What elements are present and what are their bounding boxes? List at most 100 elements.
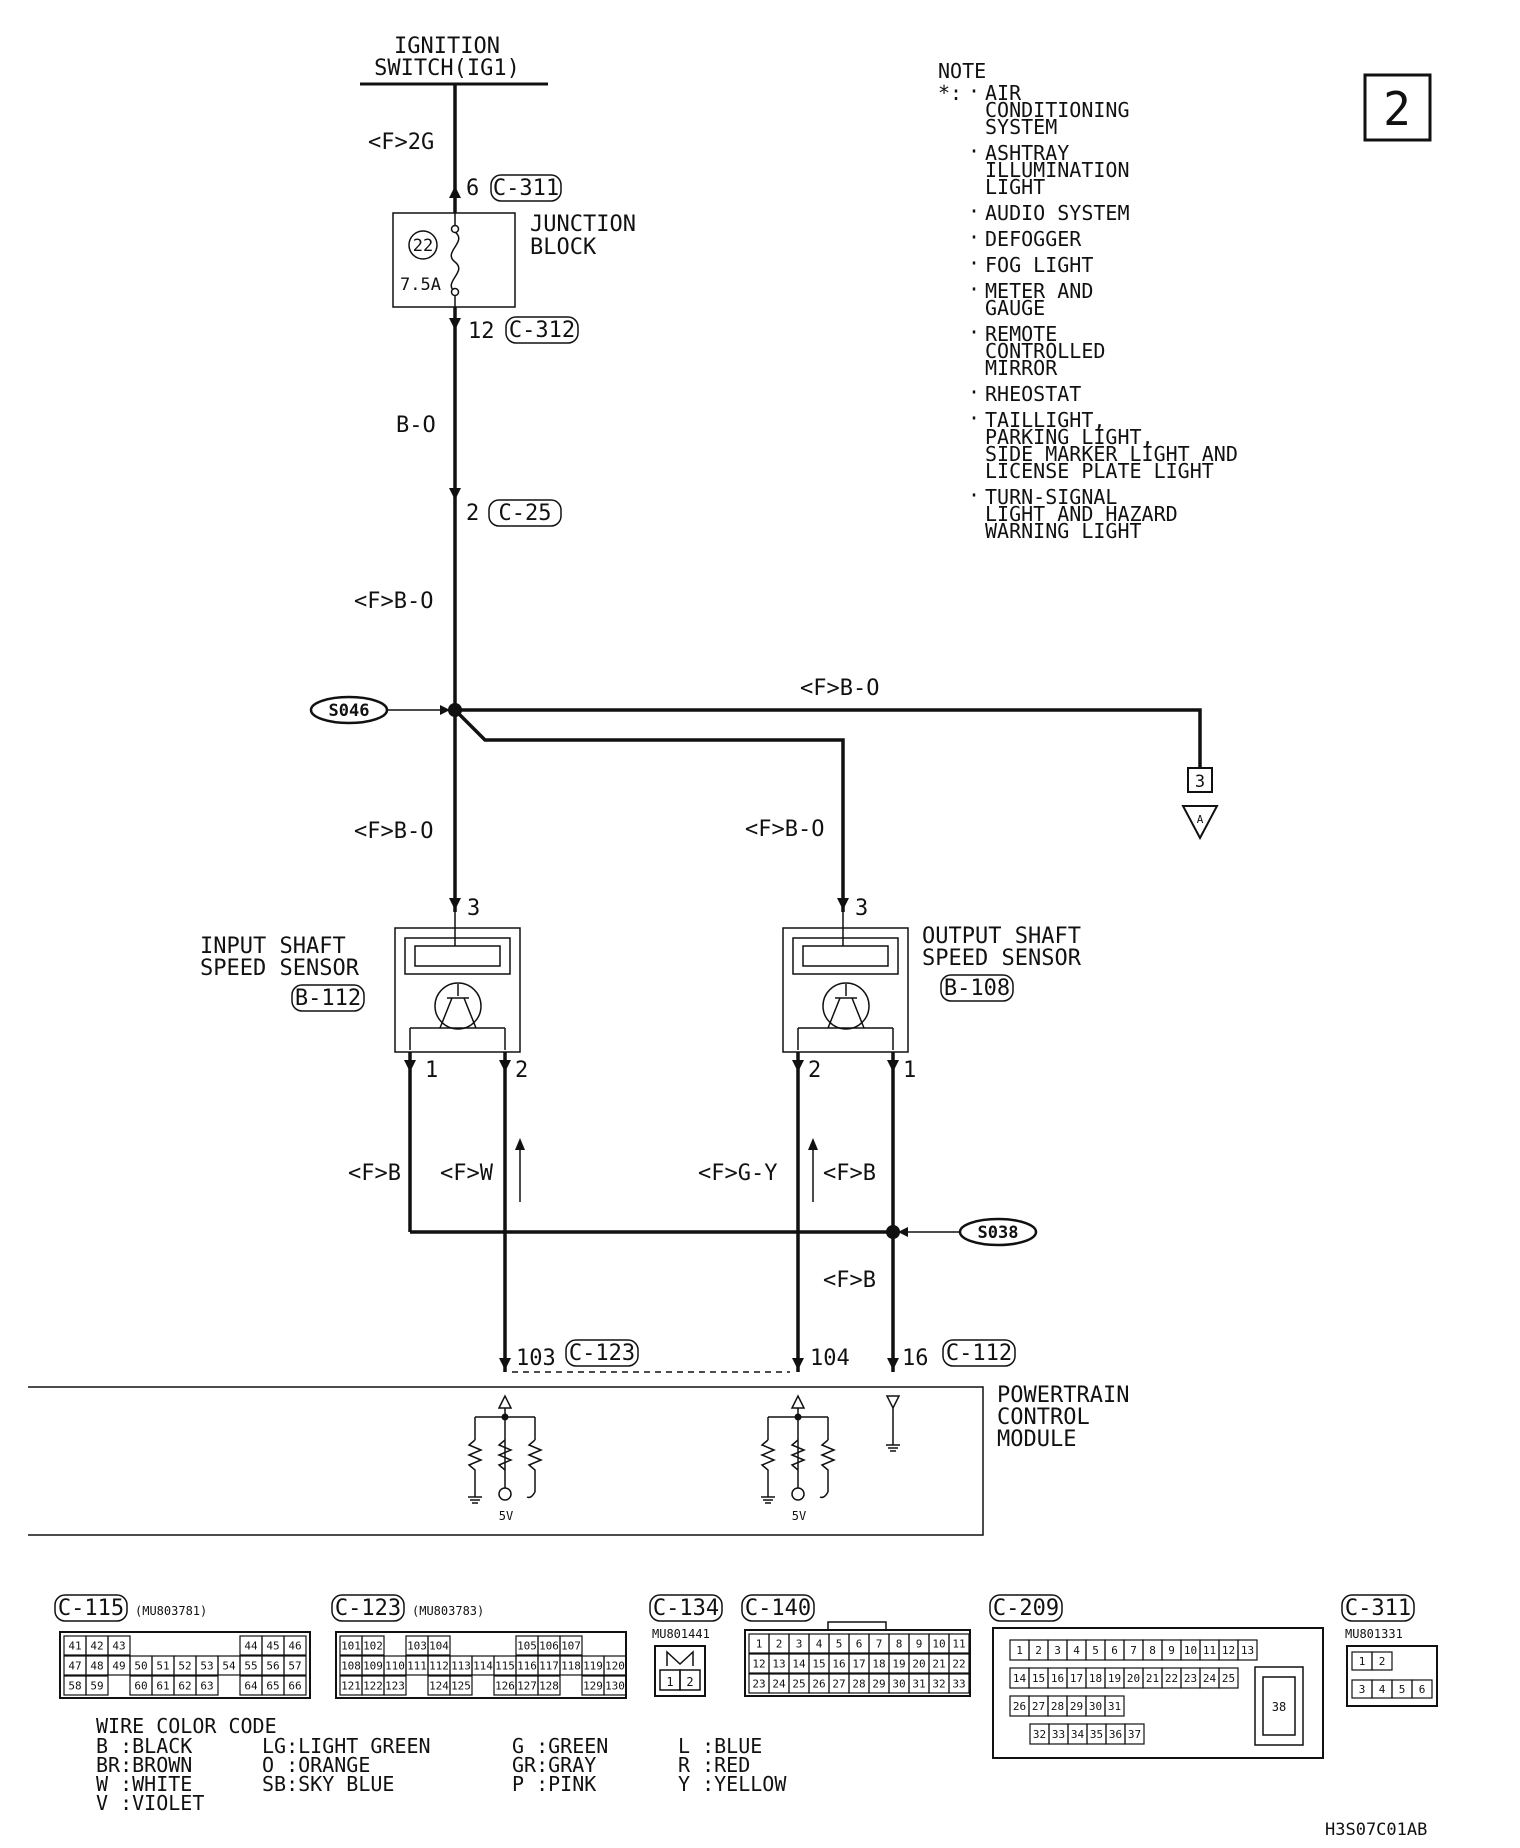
- note-bullet: ·: [968, 277, 980, 301]
- pin-cell: [1371, 1651, 1393, 1671]
- pin-number: 121: [341, 1680, 361, 1693]
- pin-number: 13: [772, 1658, 785, 1671]
- pin-number: 59: [90, 1680, 103, 1693]
- note-bullet: ·: [968, 225, 980, 249]
- wire-color-entry: L :BLUE: [678, 1734, 762, 1758]
- ignition-switch: IGNITION SWITCH(IG1): [360, 34, 548, 86]
- fuse-icon: [450, 213, 460, 307]
- wire-color-entry: GR:GRAY: [512, 1753, 596, 1777]
- jb-pin-out: 12: [468, 319, 495, 344]
- ground-icon: [761, 1496, 775, 1504]
- pin-cell: [449, 1675, 473, 1696]
- pin-number: 8: [896, 1638, 903, 1651]
- wire-color-code-title: WIRE COLOR CODE: [96, 1714, 277, 1738]
- conn-badge-c311: [490, 174, 562, 202]
- pin-number: 7: [876, 1638, 883, 1651]
- note-item-line: MIRROR: [985, 356, 1058, 380]
- triangle-ref-icon: [1181, 805, 1219, 841]
- note-bullet: ·: [968, 251, 980, 275]
- note-bullet: ·: [968, 139, 980, 163]
- wire-label-fb-left: <F>B: [348, 1161, 401, 1186]
- pin-number: 31: [1108, 1700, 1121, 1713]
- wire-label-bo: B-O: [396, 413, 436, 438]
- pin-number: 130: [605, 1680, 625, 1693]
- pin-number: 32: [1033, 1728, 1046, 1741]
- pin-number: 2: [1379, 1655, 1386, 1668]
- ignition-label-2: SWITCH(IG1): [374, 56, 520, 81]
- note-item-line: WARNING LIGHT: [985, 519, 1142, 543]
- pin-cell: [283, 1675, 307, 1696]
- note-item-line: RHEOSTAT: [985, 382, 1081, 406]
- pin-number: 44: [244, 1640, 258, 1653]
- wire-label-fbo-main: <F>B-O: [354, 589, 433, 614]
- pin-number: 56: [266, 1660, 279, 1673]
- pin-number: 33: [952, 1678, 965, 1691]
- note-item-line: DEFOGGER: [985, 227, 1082, 251]
- pin-number: 120: [605, 1660, 625, 1673]
- pin-number: 11: [952, 1638, 965, 1651]
- pin-number: 37: [1128, 1728, 1141, 1741]
- pin-number: 41: [68, 1640, 81, 1653]
- pin-number: 112: [429, 1660, 449, 1673]
- pin-number: 7: [1130, 1644, 1137, 1657]
- output-sensor-label-2: SPEED SENSOR: [922, 946, 1082, 971]
- pin-number: 2: [1035, 1644, 1042, 1657]
- pin-cell: [85, 1675, 109, 1696]
- pin-arrow-icon: [449, 186, 461, 198]
- wire-color-entry: R :RED: [678, 1753, 750, 1777]
- note-item-line: GAUGE: [985, 296, 1045, 320]
- pin-number: 27: [1032, 1700, 1045, 1713]
- pin-cell: [948, 1653, 970, 1674]
- pin-number: 15: [1032, 1672, 1045, 1685]
- pin-number: 12: [752, 1658, 765, 1671]
- transistor-icon: [434, 982, 482, 1030]
- c134-pin: 2: [686, 1675, 693, 1689]
- note-block: NOTE *: ·AIRCONDITIONINGSYSTEM·ASHTRAYIL…: [938, 59, 1238, 543]
- pin-arrow-icon: [449, 488, 461, 500]
- pin-number: 128: [539, 1680, 559, 1693]
- ignition-label-1: IGNITION: [394, 34, 500, 59]
- pin-number: 17: [1070, 1672, 1083, 1685]
- pin-number: 65: [266, 1680, 279, 1693]
- input-sensor-conn: B-112: [295, 986, 361, 1011]
- pin-number: 5: [1399, 1683, 1406, 1696]
- note-item-line: ASHTRAY: [985, 141, 1069, 165]
- pin-number: 21: [932, 1658, 945, 1671]
- fuse-number: 22: [413, 236, 433, 256]
- resistor-icon: [467, 1439, 483, 1497]
- pin-number: 110: [385, 1660, 405, 1673]
- pin-number: 9: [1168, 1644, 1175, 1657]
- pin-number: 50: [134, 1660, 147, 1673]
- pin-number: 24: [1203, 1672, 1217, 1685]
- pin-number: 127: [517, 1680, 537, 1693]
- pin-number: 20: [912, 1658, 925, 1671]
- wire-color-entry: V :VIOLET: [96, 1791, 204, 1815]
- wire-color-entry: Y :YELLOW: [678, 1772, 787, 1796]
- pin-number: 49: [112, 1660, 125, 1673]
- pin-number: 1: [756, 1638, 763, 1651]
- pin-number: 62: [178, 1680, 191, 1693]
- pin-number: 25: [1222, 1672, 1235, 1685]
- pin-number: 115: [495, 1660, 515, 1673]
- ground-icon: [886, 1444, 900, 1452]
- pin-number: 8: [1149, 1644, 1156, 1657]
- note-item-line: LIGHT: [985, 175, 1045, 199]
- pin-number: 11: [1203, 1644, 1216, 1657]
- pin-number: 119: [583, 1660, 603, 1673]
- wire-color-entry: P :PINK: [512, 1772, 596, 1796]
- jb-pin-in: 6: [466, 176, 479, 201]
- connector-c134: C-134 MU801441 1 2: [649, 1594, 723, 1697]
- pin-number: 12: [1222, 1644, 1235, 1657]
- splice-s046-label: S046: [329, 701, 370, 721]
- wire-label-fw: <F>W: [440, 1161, 494, 1186]
- pin-number: 19: [892, 1658, 905, 1671]
- pcm-conn-c112: C-112: [946, 1341, 1012, 1366]
- pin-number: 63: [200, 1680, 213, 1693]
- pin-cell: [107, 1635, 131, 1656]
- pin-number: 109: [363, 1660, 383, 1673]
- pin-cell: [427, 1635, 451, 1656]
- pin-number: 23: [752, 1678, 765, 1691]
- pin-number: 107: [561, 1640, 581, 1653]
- note-item-line: TAILLIGHT,: [985, 408, 1105, 432]
